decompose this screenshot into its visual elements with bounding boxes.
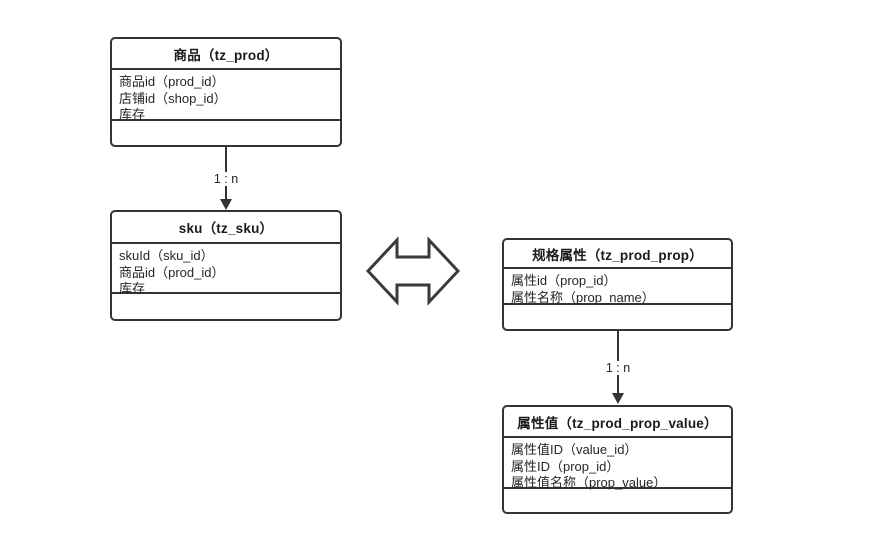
arrow-head-down-icon: [220, 199, 232, 210]
entity-tz-prod-prop-value-title: 属性值（tz_prod_prop_value）: [504, 407, 731, 438]
connector-cardinality-label: 1 : n: [603, 361, 633, 375]
attribute-row: 商品id（prod_id）: [119, 264, 225, 280]
entity-tz-prod-prop-value-methods: [504, 489, 731, 512]
entity-tz-sku-methods: [112, 294, 340, 319]
connector-prod-to-sku[interactable]: 1 : n: [211, 147, 241, 211]
entity-tz-sku-attributes: skuId（sku_id） 商品id（prod_id） 库存: [112, 244, 340, 296]
double-arrow-icon: [366, 236, 460, 306]
entity-tz-prod-prop-value-attributes: 属性值ID（value_id） 属性ID（prop_id） 属性值名称（prop…: [504, 438, 731, 490]
attribute-row: skuId（sku_id）: [119, 248, 214, 263]
attribute-row: 属性值名称（prop_value）: [511, 475, 667, 490]
entity-tz-prod-prop-title: 规格属性（tz_prod_prop）: [504, 240, 731, 269]
entity-tz-prod-methods: [112, 121, 340, 145]
attribute-row: 商品id（prod_id）: [119, 74, 225, 89]
connector-prop-to-propvalue[interactable]: 1 : n: [603, 331, 633, 406]
attribute-row: 店铺id（shop_id）: [119, 90, 227, 106]
entity-tz-prod-prop-attributes: 属性id（prop_id） 属性名称（prop_name）: [504, 269, 731, 305]
attribute-row: 属性名称（prop_name）: [511, 289, 655, 305]
connector-cardinality-label: 1 : n: [211, 172, 241, 186]
attribute-row: 库存: [119, 107, 146, 122]
entity-tz-prod[interactable]: 商品（tz_prod） 商品id（prod_id） 店铺id（shop_id） …: [110, 37, 342, 147]
entity-tz-prod-title: 商品（tz_prod）: [112, 39, 340, 70]
entity-tz-sku-title: sku（tz_sku）: [112, 212, 340, 244]
attribute-row: 库存: [119, 281, 146, 296]
attribute-row: 属性ID（prop_id）: [511, 458, 620, 474]
entity-tz-sku[interactable]: sku（tz_sku） skuId（sku_id） 商品id（prod_id） …: [110, 210, 342, 321]
attribute-row: 属性id（prop_id）: [511, 273, 617, 288]
attribute-row: 属性值ID（value_id）: [511, 442, 638, 457]
arrow-head-down-icon: [612, 393, 624, 404]
entity-tz-prod-prop[interactable]: 规格属性（tz_prod_prop） 属性id（prop_id） 属性名称（pr…: [502, 238, 733, 331]
entity-tz-prod-prop-methods: [504, 305, 731, 329]
entity-tz-prod-prop-value[interactable]: 属性值（tz_prod_prop_value） 属性值ID（value_id） …: [502, 405, 733, 514]
entity-tz-prod-attributes: 商品id（prod_id） 店铺id（shop_id） 库存: [112, 70, 340, 122]
